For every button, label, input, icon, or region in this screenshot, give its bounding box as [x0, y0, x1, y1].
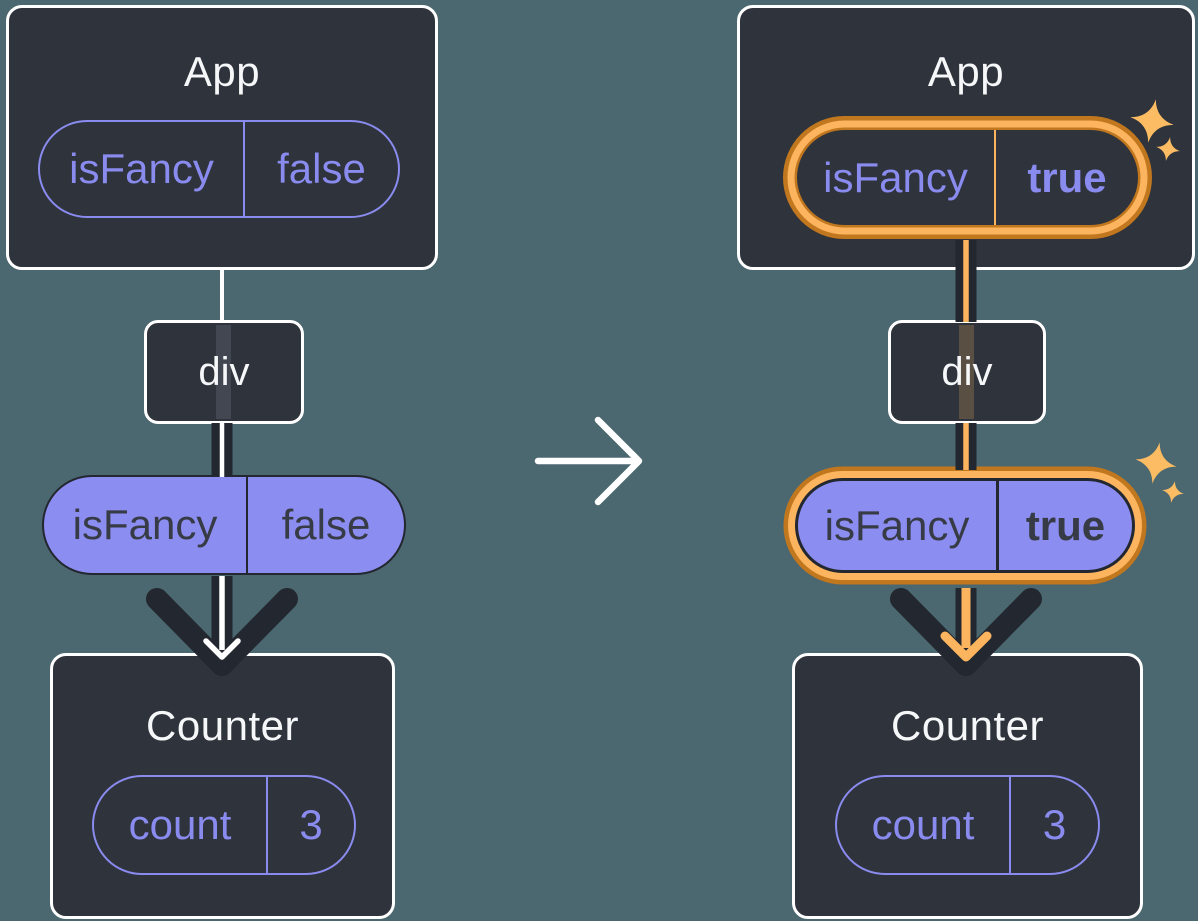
prop-value: true — [1025, 501, 1106, 549]
sparkles-icon — [1135, 442, 1184, 503]
component-title: App — [927, 48, 1005, 95]
counter-component-card-after: Counter count 3 — [792, 653, 1143, 919]
counter-component-card-before: Counter count 3 — [50, 653, 395, 919]
state-pill-count-after: count 3 — [835, 775, 1100, 875]
state-value: 3 — [1042, 801, 1067, 848]
state-pill-isfancy-after: isFancy true — [797, 130, 1138, 225]
prop-name: isFancy — [798, 481, 999, 570]
prop-value: false — [281, 501, 371, 548]
app-component-card-before: App isFancy false — [6, 5, 438, 270]
arrow-right-icon — [534, 416, 643, 506]
arrow-down-icon — [146, 576, 298, 676]
state-name: count — [837, 777, 1011, 873]
div-label: div — [198, 349, 250, 394]
div-node-card-after: div — [888, 320, 1046, 424]
state-name: count — [94, 777, 268, 873]
div-node-card-before: div — [144, 320, 304, 424]
state-pill-isfancy-before: isFancy false — [38, 120, 400, 218]
prop-line-through-div — [216, 325, 231, 419]
component-title: Counter — [891, 702, 1044, 749]
component-title: Counter — [146, 702, 299, 749]
state-value: true — [1027, 153, 1107, 201]
state-name: isFancy — [797, 130, 996, 225]
state-pill-count-before: count 3 — [92, 775, 356, 875]
prop-pill-isfancy-after: isFancy true — [795, 478, 1135, 573]
state-name: isFancy — [40, 122, 245, 216]
prop-line-through-div — [959, 325, 974, 419]
component-title: App — [183, 48, 261, 95]
state-value: 3 — [299, 801, 323, 848]
prop-pill-isfancy-before: isFancy false — [42, 475, 406, 575]
prop-name: isFancy — [44, 477, 248, 573]
div-label: div — [941, 349, 993, 394]
state-value: false — [277, 145, 366, 192]
